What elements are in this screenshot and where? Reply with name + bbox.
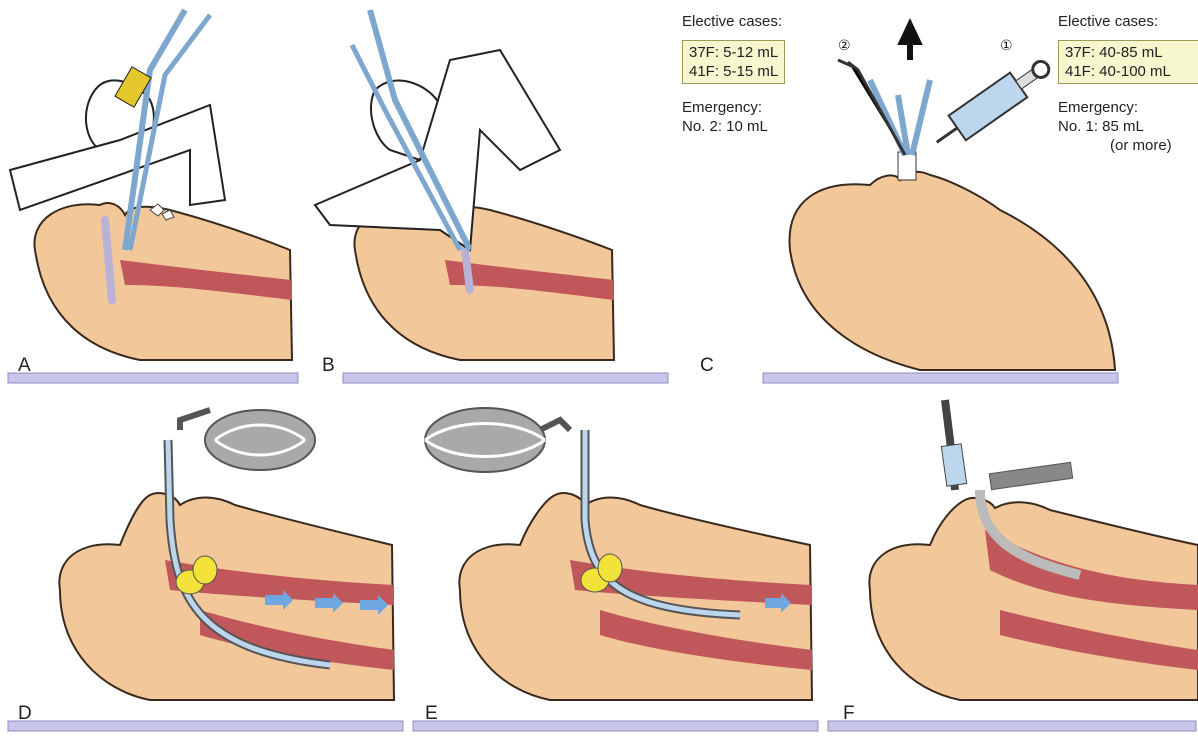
panel-label-d: D — [18, 703, 32, 725]
laryngoscope-handle-f — [989, 462, 1072, 489]
right-elective-line-1: 37F: 40-85 mL — [1065, 43, 1193, 62]
head-c — [790, 172, 1115, 370]
syringe-label-1: ① — [1000, 38, 1013, 54]
panel-f — [869, 400, 1198, 700]
cuff-e2 — [598, 554, 622, 582]
panel-b — [315, 10, 614, 360]
right-emergency-note: (or more) — [1110, 136, 1172, 155]
ground-f — [828, 721, 1196, 731]
panel-label-f: F — [843, 703, 855, 725]
connector-e — [540, 420, 570, 430]
tube-c3 — [912, 80, 930, 155]
left-emergency-heading: Emergency: — [682, 98, 762, 117]
panel-a — [10, 10, 292, 360]
panel-e — [425, 408, 812, 700]
bag-d — [205, 410, 315, 470]
small-syringe-c — [848, 62, 905, 155]
panel-label-e: E — [425, 703, 438, 725]
ground-e — [413, 721, 818, 731]
left-elective-box: 37F: 5-12 mL 41F: 5-15 mL — [682, 40, 785, 84]
panel-d — [59, 410, 394, 700]
left-elective-line-1: 37F: 5-12 mL — [689, 43, 778, 62]
cuff-d2 — [193, 556, 217, 584]
connector-d — [180, 410, 210, 430]
right-emergency-value: No. 1: 85 mL — [1058, 117, 1144, 136]
right-elective-line-2: 41F: 40-100 mL — [1065, 62, 1193, 81]
right-emergency-heading: Emergency: — [1058, 98, 1138, 117]
ground-b — [343, 373, 668, 383]
syringe-plunger-c — [838, 60, 856, 68]
ground-a — [8, 373, 298, 383]
left-emergency-value: No. 2: 10 mL — [682, 117, 768, 136]
panel-label-b: B — [322, 355, 335, 377]
tube-end-c — [898, 152, 916, 180]
ground-d — [8, 721, 403, 731]
large-syringe-c — [928, 53, 1056, 155]
syringe-label-2: ② — [838, 38, 851, 54]
panel-label-c: C — [700, 355, 714, 377]
ground-c — [763, 373, 1118, 383]
left-elective-line-2: 41F: 5-15 mL — [689, 62, 778, 81]
right-elective-box: 37F: 40-85 mL 41F: 40-100 mL — [1058, 40, 1198, 84]
up-arrow-icon — [902, 25, 918, 60]
left-elective-heading: Elective cases: — [682, 12, 782, 31]
bag-e — [425, 408, 545, 472]
suction-tip-f — [941, 444, 966, 486]
right-elective-heading: Elective cases: — [1058, 12, 1158, 31]
panel-label-a: A — [18, 355, 31, 377]
